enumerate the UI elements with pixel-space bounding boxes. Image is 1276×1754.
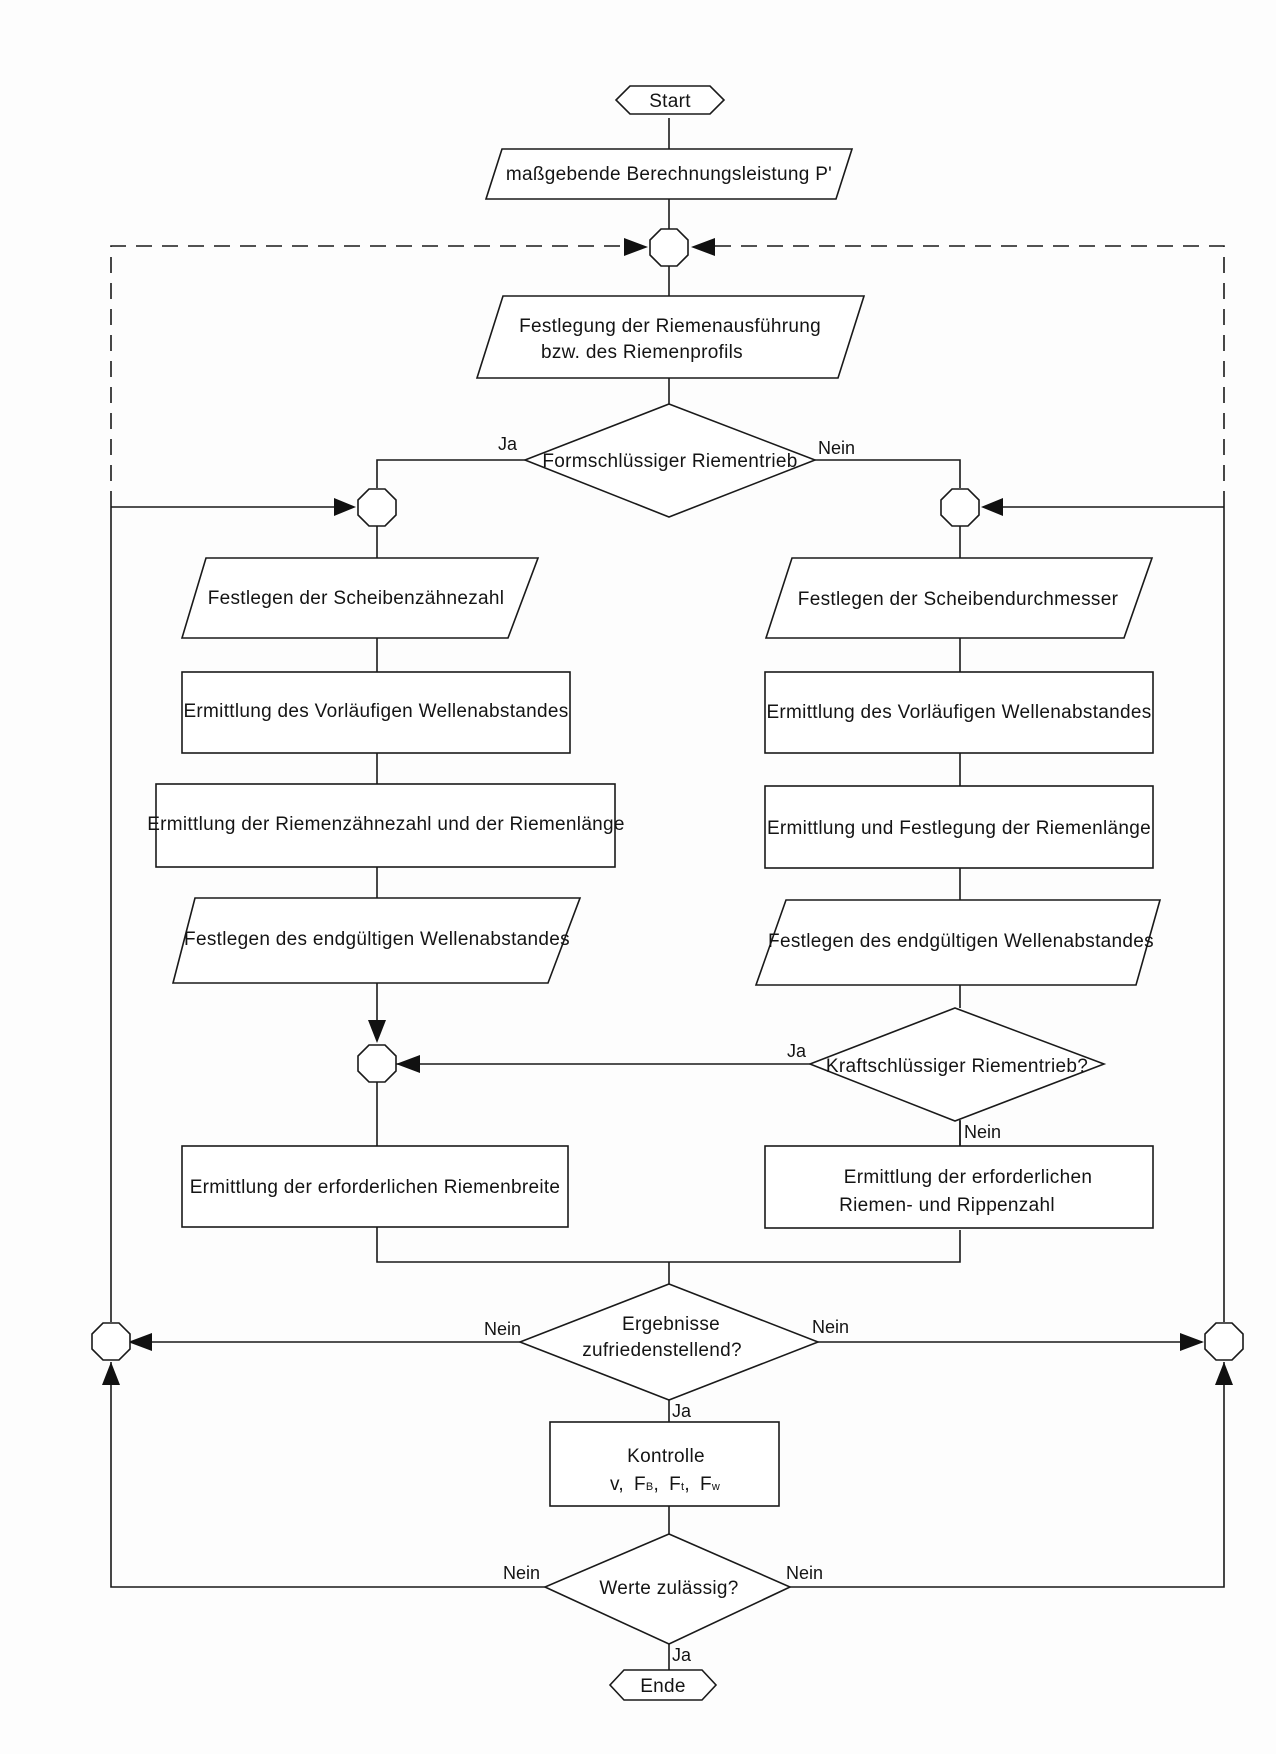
label-ja: Ja xyxy=(787,1041,807,1061)
decision-kraft-label: Kraftschlüssiger Riementrieb? xyxy=(826,1056,1088,1077)
io-right-diam: Festlegen der Scheibendurchmesser xyxy=(764,557,1154,639)
connector-left-merge xyxy=(357,1044,397,1083)
control-velocity: v, xyxy=(610,1474,624,1495)
process-left-width: Ermittlung der erforderlichen Riemenbrei… xyxy=(181,1145,569,1228)
arrow-head xyxy=(691,238,715,256)
label-ja: Ja xyxy=(672,1645,692,1665)
decision-results-line-2: zufriedenstellend? xyxy=(582,1340,742,1361)
right-belt-label: Ermittlung und Festlegung der Riemenläng… xyxy=(767,818,1151,839)
label-ja: Ja xyxy=(498,434,518,454)
end-terminal: Ende xyxy=(608,1669,718,1701)
arrow-heads xyxy=(102,238,1233,1385)
end-label: Ende xyxy=(640,1676,686,1697)
left-prelim-label: Ermittlung des Vorläufigen Wellenabstand… xyxy=(183,701,568,722)
left-width-label: Ermittlung der erforderlichen Riemenbrei… xyxy=(190,1177,561,1198)
arrow-head xyxy=(128,1333,152,1351)
connector-left-return xyxy=(91,1322,131,1361)
decision-results: Ergebnisse zufriedenstellend? Nein Nein … xyxy=(484,1283,849,1421)
process-control: Kontrolle v, FB, Ft, Fw xyxy=(549,1421,780,1507)
process-right-ribs: Ermittlung der erforderlichen Riemen- un… xyxy=(764,1145,1154,1229)
process-right-belt: Ermittlung und Festlegung der Riemenläng… xyxy=(764,785,1154,869)
process-left-prelim: Ermittlung des Vorläufigen Wellenabstand… xyxy=(181,671,571,754)
control-term-2: Ft, xyxy=(669,1474,690,1495)
left-belt-label: Ermittlung der Riemenzähnezahl und der R… xyxy=(147,814,625,835)
arrow-head xyxy=(334,498,356,516)
io-power: maßgebende Berechnungsleistung P' xyxy=(484,148,854,200)
belt-type-line-2: bzw. des Riemenprofils xyxy=(541,342,743,363)
decision-kraft: Kraftschlüssiger Riementrieb? Ja Nein xyxy=(787,1007,1107,1142)
start-terminal: Start xyxy=(614,85,726,115)
right-ribs-line-1: Ermittlung der erforderlichen xyxy=(844,1167,1092,1188)
control-term-1: FB, xyxy=(634,1474,659,1495)
connector-left-entry xyxy=(357,488,397,527)
io-belt-type: Festlegung der Riemenausführung bzw. des… xyxy=(475,295,866,379)
arrow-head xyxy=(981,498,1003,516)
decision-values-label: Werte zulässig? xyxy=(599,1578,738,1599)
process-left-belt: Ermittlung der Riemenzähnezahl und der R… xyxy=(147,783,625,868)
right-diam-label: Festlegen der Scheibendurchmesser xyxy=(798,589,1119,610)
right-prelim-label: Ermittlung des Vorläufigen Wellenabstand… xyxy=(766,702,1151,723)
arrow-head xyxy=(1180,1333,1204,1351)
connectors xyxy=(91,228,1244,1361)
arrow-head xyxy=(396,1055,420,1073)
power-label: maßgebende Berechnungsleistung P' xyxy=(506,164,832,185)
control-line-2: v, FB, Ft, Fw xyxy=(610,1474,720,1495)
arrow-head xyxy=(624,238,648,256)
right-final-label: Festlegen des endgültigen Wellenabstande… xyxy=(768,931,1154,952)
connector-right-return xyxy=(1204,1322,1244,1361)
connector-right-entry xyxy=(940,488,980,527)
label-nein: Nein xyxy=(964,1122,1001,1142)
label-nein: Nein xyxy=(786,1563,823,1583)
io-left-teeth: Festlegen der Scheibenzähnezahl xyxy=(180,557,540,639)
left-teeth-label: Festlegen der Scheibenzähnezahl xyxy=(208,588,505,609)
process-right-prelim: Ermittlung des Vorläufigen Wellenabstand… xyxy=(764,671,1154,754)
io-left-final: Festlegen des endgültigen Wellenabstande… xyxy=(171,897,582,984)
decision-form-label: Formschlüssiger Riementrieb xyxy=(542,451,797,472)
control-line-1: Kontrolle xyxy=(627,1446,705,1467)
decision-results-line-1: Ergebnisse xyxy=(622,1314,720,1335)
label-nein: Nein xyxy=(503,1563,540,1583)
control-term-3: Fw xyxy=(700,1474,720,1495)
flow-lines xyxy=(110,118,1225,1670)
label-nein: Nein xyxy=(484,1319,521,1339)
right-ribs-line-2: Riemen- und Rippenzahl xyxy=(839,1195,1055,1216)
belt-type-line-1: Festlegung der Riemenausführung xyxy=(519,316,821,337)
io-right-final: Festlegen des endgültigen Wellenabstande… xyxy=(754,899,1162,986)
label-nein: Nein xyxy=(818,438,855,458)
decision-values: Werte zulässig? Nein Nein Ja xyxy=(503,1533,823,1665)
label-nein: Nein xyxy=(812,1317,849,1337)
decision-form: Formschlüssiger Riementrieb Ja Nein xyxy=(498,403,855,518)
start-label: Start xyxy=(649,91,691,112)
connector-top xyxy=(649,228,689,267)
arrow-head xyxy=(1215,1362,1233,1385)
left-final-label: Festlegen des endgültigen Wellenabstande… xyxy=(184,929,570,950)
label-ja: Ja xyxy=(672,1401,692,1421)
arrow-head xyxy=(102,1362,120,1385)
arrow-head xyxy=(368,1020,386,1043)
